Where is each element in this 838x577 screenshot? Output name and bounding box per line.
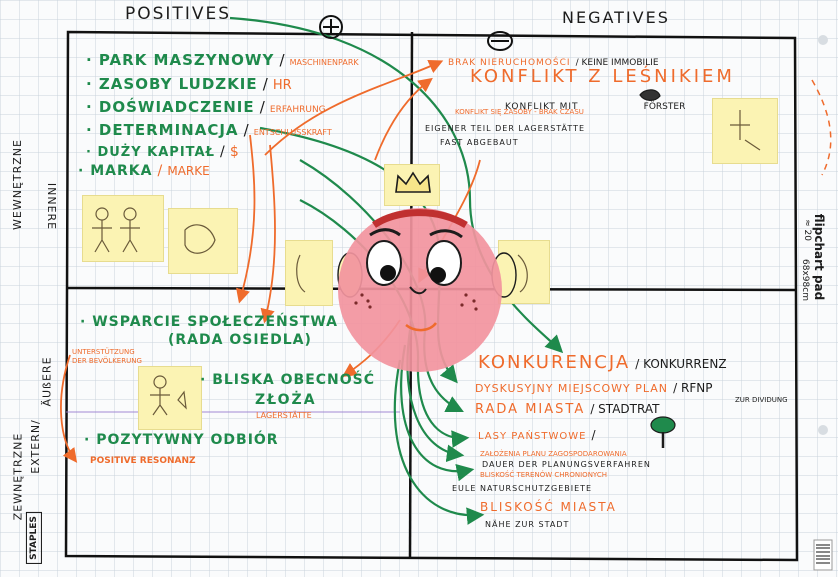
label-external-de: ÄUßERE xyxy=(40,356,54,407)
binder-holes xyxy=(813,35,833,571)
weakness-item: KONFLIKT Z LEŚNIKIEM xyxy=(470,66,735,87)
list-item: · ZASOBY LUDZKIE / HR xyxy=(86,75,292,93)
label-external: ZEWNĘTRZNE xyxy=(11,432,25,521)
threat-item: DAUER DER PLANUNGSVERFAHREN xyxy=(482,460,651,469)
sticky-note xyxy=(168,208,238,274)
label-internal-de: INNERE xyxy=(45,182,59,231)
threat-item: ZAŁOŻENIA PLANU ZAGOSPODAROWANIA xyxy=(480,450,627,458)
list-item: · PARK MASZYNOWY / MASCHINENPARK xyxy=(86,51,359,69)
cartoon-face-icon xyxy=(337,208,517,372)
list-item: · MARKA / MARKE xyxy=(78,163,210,179)
opportunity-note: UNTERSTÜTZUNG xyxy=(72,348,135,356)
header-positives: POSITIVES xyxy=(125,4,231,24)
threat-item: DYSKUSYJNY MIEJSCOWY PLAN / RFNP xyxy=(475,381,713,395)
crown-icon xyxy=(395,171,431,193)
list-item: · DUŻY KAPITAŁ / $ xyxy=(86,144,239,160)
weakness-item: KONFLIKT SIĘ ZASOBY - BRAK CZASU xyxy=(455,108,584,116)
opportunity-note: POSITIVE RESONANZ xyxy=(90,456,196,466)
sticky-note xyxy=(712,98,778,164)
threat-note: ZUR DIVIDUNG xyxy=(735,396,788,404)
weakness-item: FAST ABGEBAUT xyxy=(440,138,519,147)
threat-item: BLISKOŚĆ MIASTA xyxy=(480,500,617,514)
threat-item: EULE NATURSCHUTZGEBIETE xyxy=(452,484,593,493)
opportunity-item: (RADA OSIEDLA) xyxy=(168,332,312,348)
threat-item: RADA MIASTA / STADTRAT xyxy=(475,402,660,417)
sticky-note xyxy=(138,366,202,430)
threat-item: NÄHE ZUR STADT xyxy=(485,520,570,529)
weakness-item: BRAK NIERUCHOMOŚCI / KEINE IMMOBILIE xyxy=(448,58,659,68)
threat-item: BLISKOŚĆ TERENÓW CHRONIONYCH xyxy=(480,471,607,479)
threat-item: LASY PAŃSTWOWE / xyxy=(478,428,596,442)
weakness-item: EIGENER TEIL DER LAGERSTÄTTE xyxy=(425,124,586,133)
label-external-en: EXTERN/ xyxy=(28,419,42,474)
header-negatives: NEGATIVES xyxy=(562,8,670,27)
brand-logo: STAPLES xyxy=(25,512,42,564)
weakness-item: KONFLIKT MIT FÖRSTER xyxy=(505,102,686,112)
opportunity-item: · POZYTYWNY ODBIÓR xyxy=(84,432,279,448)
sticky-note xyxy=(82,195,164,262)
list-item: · DETERMINACJA / ENTSCHLUSSKRAFT xyxy=(86,121,332,139)
opportunity-note: LAGERSTÄTTE xyxy=(256,411,312,420)
opportunity-note: DER BEVÖLKERUNG xyxy=(72,357,142,365)
minus-circle-icon xyxy=(487,31,513,51)
list-item: · DOŚWIADCZENIE / ERFAHRUNG xyxy=(86,98,326,116)
threat-item: KONKURENCJA / KONKURRENZ xyxy=(478,352,727,373)
label-internal: WEWNĘTRZNE xyxy=(10,139,24,230)
plus-circle-icon xyxy=(319,15,343,39)
sticky-note xyxy=(285,240,333,306)
opportunity-item: · BLISKA OBECNOŚĆ xyxy=(200,372,376,388)
opportunity-item: ZŁOŻA xyxy=(255,392,317,408)
opportunity-item: · WSPARCIE SPOŁECZEŃSTWA xyxy=(80,314,339,330)
